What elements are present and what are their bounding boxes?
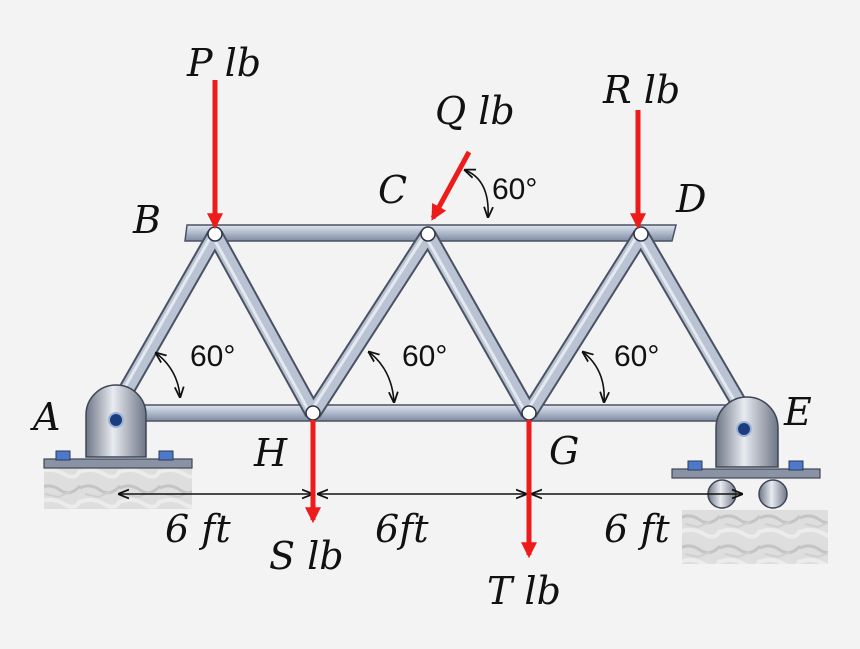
angle-label-mid: 60° bbox=[402, 340, 447, 373]
dimension-label-middle: 6ft bbox=[375, 507, 429, 551]
ground-left bbox=[44, 467, 192, 509]
angle-label-left: 60° bbox=[190, 340, 235, 373]
angle-arc-left bbox=[156, 353, 180, 397]
joint-label-b: B bbox=[132, 198, 161, 242]
load-label-q: Q lb bbox=[435, 89, 515, 133]
joint-label-a: A bbox=[30, 395, 60, 439]
load-label-p: P lb bbox=[186, 41, 261, 85]
joint-b-pin bbox=[207, 226, 223, 242]
joint-label-c: C bbox=[378, 168, 407, 212]
pin-support-a bbox=[43, 384, 193, 469]
joint-label-e: E bbox=[783, 390, 812, 434]
joint-h-pin bbox=[305, 405, 321, 421]
diagonal-members bbox=[107, 230, 751, 418]
angle-arc-right bbox=[583, 352, 604, 402]
bottom-chord-member bbox=[117, 404, 749, 422]
angle-arc-q bbox=[465, 170, 488, 217]
angle-arcs bbox=[156, 170, 604, 402]
dimension-label-right: 6 ft bbox=[604, 507, 670, 551]
load-arrow-q bbox=[430, 150, 472, 221]
joint-c-pin bbox=[420, 226, 436, 242]
dimension-label-left: 6 ft bbox=[165, 507, 231, 551]
load-label-s: S lb bbox=[269, 534, 344, 578]
angle-arc-mid bbox=[369, 352, 394, 402]
load-label-r: R lb bbox=[602, 68, 680, 112]
load-arrows bbox=[206, 80, 647, 559]
load-label-t: T lb bbox=[487, 569, 561, 613]
ground-right bbox=[682, 510, 828, 564]
labels: P lb Q lb R lb S lb T lb B C D A E H G 6… bbox=[30, 41, 812, 613]
joint-label-d: D bbox=[675, 177, 706, 221]
angle-label-right: 60° bbox=[614, 340, 659, 373]
joint-d-pin bbox=[633, 226, 649, 242]
joint-g-pin bbox=[521, 405, 537, 421]
joint-label-g: G bbox=[549, 429, 579, 473]
angle-label-q: 60° bbox=[492, 173, 537, 206]
joint-label-h: H bbox=[253, 431, 288, 475]
